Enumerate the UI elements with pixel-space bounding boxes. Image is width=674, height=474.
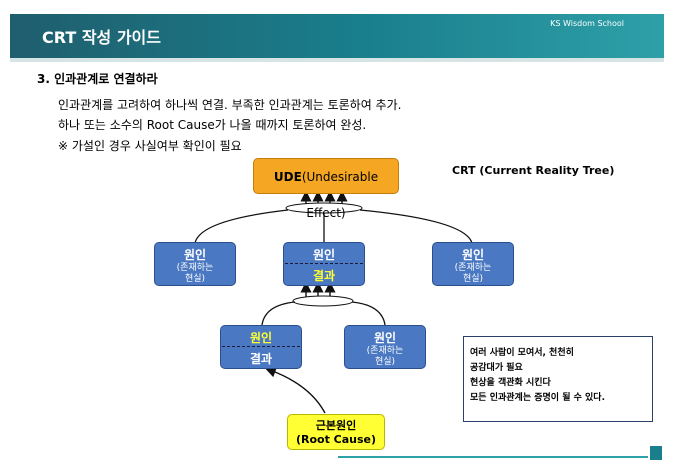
node-left-cause: 원인 (존재하는 현실): [154, 242, 236, 286]
node-lowerleft-bottom: 결과: [249, 352, 273, 366]
header-shadow: [10, 58, 664, 62]
body-line-1: 인과관계를 고려하여 하나씩 연결. 부족한 인과관계는 토론하여 추가.: [58, 98, 402, 112]
root-cause-line2: (Root Cause): [295, 433, 377, 446]
node-left-sub1: (존재하는: [176, 263, 214, 273]
note-line-3: 현상을 객관화 시킨다: [470, 378, 551, 388]
body-line-3: ※ 가설인 경우 사실여부 확인이 필요: [58, 139, 242, 153]
crt-label: CRT (Current Reality Tree): [452, 164, 615, 177]
footer-bar: [338, 456, 648, 458]
ude-bold: UDE: [273, 170, 302, 184]
root-cause-line1: 근본원인: [315, 419, 357, 432]
root-cause-box: 근본원인 (Root Cause): [287, 414, 385, 450]
school-name: KS Wisdom School: [550, 19, 624, 28]
arrow-root-to-lowerleft: [264, 366, 326, 414]
header-bar: CRT 작성 가이드 KS Wisdom School: [10, 14, 664, 58]
page-title: CRT 작성 가이드: [42, 28, 161, 47]
node-lowerright-main: 원인: [373, 331, 397, 345]
node-lowerleft-top: 원인: [249, 331, 273, 345]
node-lowerright-cause: 원인 (존재하는 현실): [344, 325, 426, 369]
node-right-main: 원인: [461, 248, 485, 262]
ude-rest: (Undesirable Effect): [301, 170, 379, 220]
node-lowerright-sub1: (존재하는: [366, 346, 404, 356]
line-left-to-junction: [194, 209, 289, 244]
ude-box: UDE(Undesirable Effect): [253, 158, 399, 220]
note-line-2: 공감대가 필요: [470, 363, 523, 373]
center-node-divider: [285, 263, 363, 264]
node-right-sub2: 현실): [462, 274, 484, 284]
lower-junction-ellipse: [292, 295, 354, 307]
node-center-bottom: 결과: [312, 269, 336, 283]
footer-square: [650, 446, 662, 460]
node-center-cause-effect: 원인 결과: [283, 242, 365, 286]
lowerleft-node-divider: [222, 346, 300, 347]
line-right-to-junction: [359, 209, 473, 244]
node-right-cause: 원인 (존재하는 현실): [432, 242, 514, 286]
note-box: 여러 사람이 모여서, 천천히 공감대가 필요 현상을 객관화 시킨다 모든 인…: [463, 336, 653, 422]
node-left-main: 원인: [183, 248, 207, 262]
node-right-sub1: (존재하는: [454, 263, 492, 273]
node-left-sub2: 현실): [184, 274, 206, 284]
note-line-1: 여러 사람이 모여서, 천천히: [470, 348, 574, 358]
note-line-4: 모든 인과관계는 증명이 될 수 있다.: [470, 393, 606, 403]
line-lowerright-to-junction: [351, 301, 386, 326]
line-lowerleft-to-junction: [261, 301, 296, 326]
node-center-top: 원인: [312, 248, 336, 262]
section-title: 3. 인과관계로 연결하라: [37, 72, 158, 86]
body-line-2: 하나 또는 소수의 Root Cause가 나올 때까지 토론하여 완성.: [58, 118, 367, 132]
node-lowerright-sub2: 현실): [374, 357, 396, 367]
node-lowerleft-cause-effect: 원인 결과: [220, 325, 302, 369]
